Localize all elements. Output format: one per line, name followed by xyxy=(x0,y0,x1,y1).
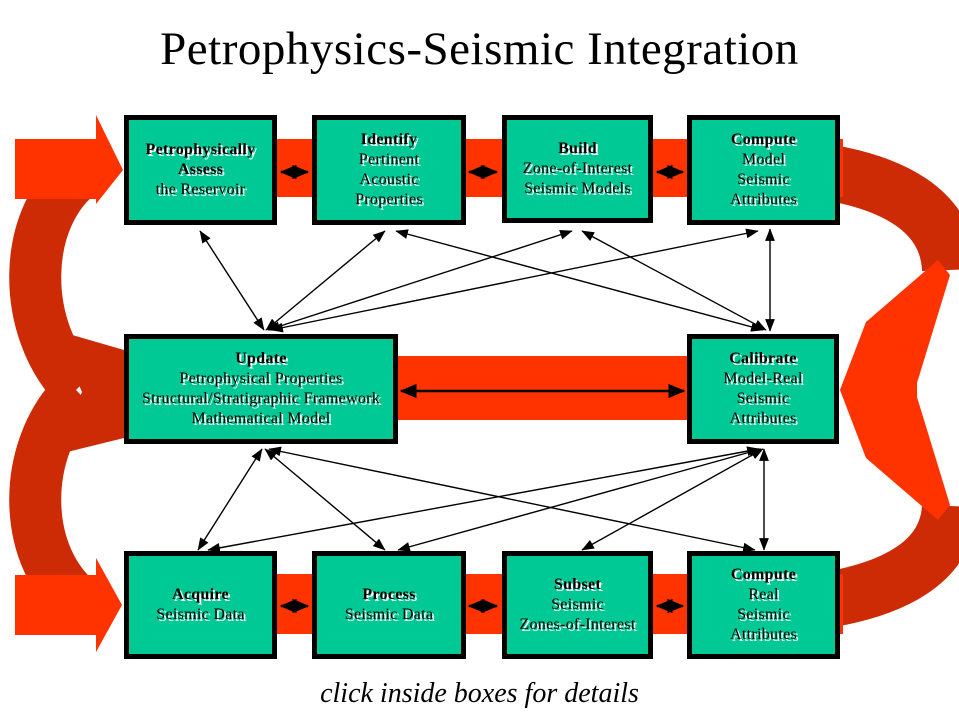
connector-calibrate-acquire xyxy=(207,446,760,553)
connector-calibrate-subset xyxy=(581,448,764,551)
connector-update-box1 xyxy=(199,230,265,331)
connector-update-box4 xyxy=(270,228,759,333)
box-line: the Reservoir xyxy=(155,181,246,198)
connector-update-box2 xyxy=(265,230,386,331)
box-line: Update xyxy=(235,350,287,367)
connector-update-box3 xyxy=(267,230,573,331)
flow-band-middle xyxy=(395,356,689,420)
box-line: Seismic xyxy=(736,390,790,407)
box-line: Petrophysically xyxy=(145,141,256,158)
box-line: Seismic xyxy=(551,596,604,613)
box-line: Assess xyxy=(177,161,224,178)
box-line: Acoustic xyxy=(359,171,419,188)
box-line: Real xyxy=(748,586,779,603)
flow-arrow-bottom-left xyxy=(15,558,122,652)
box-line: Attributes xyxy=(729,410,797,427)
caption-click-hint: click inside boxes for details xyxy=(320,678,639,709)
box-line: Seismic Models xyxy=(524,180,631,197)
box-acquire[interactable]: Acquire Seismic Data xyxy=(124,551,277,659)
box-line: Subset xyxy=(553,576,602,593)
connector-network-bottom xyxy=(197,446,769,553)
connector-network-top xyxy=(199,228,775,333)
connector-update-acquire xyxy=(197,448,263,551)
box-identify-acoustic[interactable]: Identify Pertinent Acoustic Properties xyxy=(312,115,466,225)
flow-arrow-into-calibrate xyxy=(840,260,950,520)
box-line: Process xyxy=(362,586,416,603)
box-line: Attributes xyxy=(730,191,797,208)
page-title: Petrophysics-Seismic Integration xyxy=(160,23,799,75)
connector-calibrate-box3 xyxy=(581,230,767,331)
flow-merge-arrow-update xyxy=(55,330,124,455)
box-line: Pertinent xyxy=(358,151,420,168)
box-line: Seismic xyxy=(737,171,790,188)
box-line: Zone-of-Interest xyxy=(522,160,633,177)
box-calibrate[interactable]: Calibrate Model-Real Seismic Attributes xyxy=(687,334,839,444)
box-line: Seismic Data xyxy=(156,606,245,623)
box-compute-real-attributes[interactable]: Compute Real Seismic Attributes xyxy=(687,551,840,659)
box-line: Compute xyxy=(730,566,797,583)
box-line: Acquire xyxy=(172,586,229,603)
box-build-models[interactable]: Build Zone-of-Interest Seismic Models xyxy=(502,115,653,223)
box-line: Compute xyxy=(730,131,797,148)
box-compute-model-attributes[interactable]: Compute Model Seismic Attributes xyxy=(687,115,840,225)
box-update[interactable]: Update Petrophysical Properties Structur… xyxy=(124,334,398,444)
connector-update-process xyxy=(264,448,386,551)
box-line: Model xyxy=(741,151,786,168)
box-line: Calibrate xyxy=(729,350,797,367)
box-line: Attributes xyxy=(730,626,797,643)
box-line: Seismic xyxy=(737,606,790,623)
box-line: Properties xyxy=(355,191,423,208)
box-line: Model-Real xyxy=(723,370,803,387)
flow-arrow-top-left xyxy=(15,115,123,204)
connector-calibrate-box2 xyxy=(395,229,764,332)
box-line: Identify xyxy=(360,131,418,148)
box-process[interactable]: Process Seismic Data xyxy=(312,551,466,659)
box-line: Mathematical Model xyxy=(191,410,331,427)
connector-update-compute-real xyxy=(268,446,756,553)
box-line: Structural/Stratigraphic Framework xyxy=(141,390,381,407)
box-subset[interactable]: Subset Seismic Zones-of-Interest xyxy=(502,551,653,659)
box-line: Petrophysical Properties xyxy=(179,370,343,387)
adjacent-arrows xyxy=(279,164,686,614)
box-line: Seismic Data xyxy=(344,606,434,623)
box-line: Build xyxy=(558,140,597,157)
box-line: Zones-of-Interest xyxy=(519,616,636,633)
box-petrophysically-assess[interactable]: Petrophysically Assess the Reservoir xyxy=(124,115,277,225)
connector-calibrate-process xyxy=(397,447,762,552)
